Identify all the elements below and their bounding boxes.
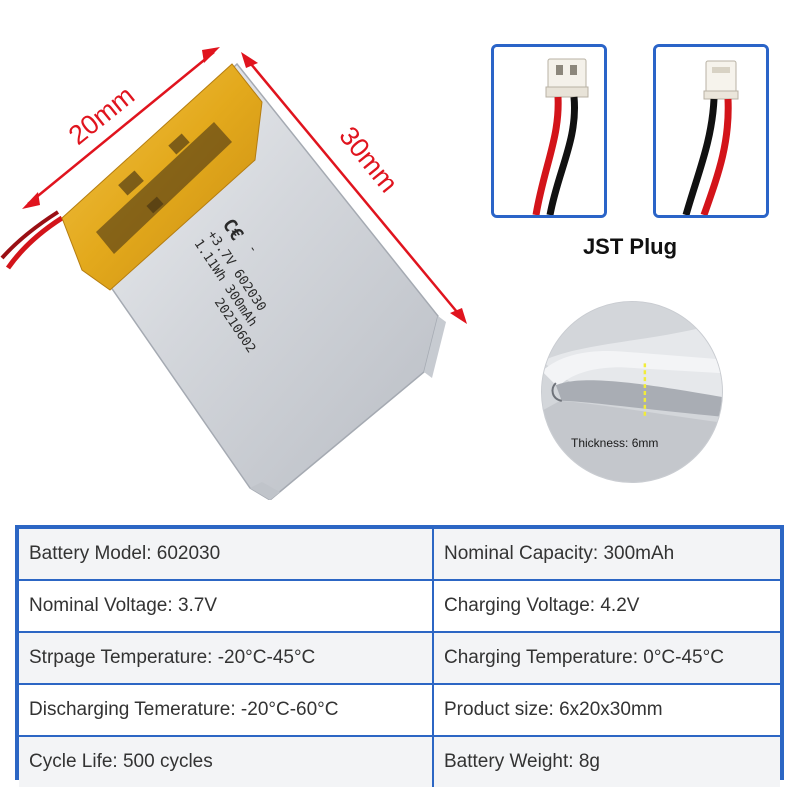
spec-value: 500 cycles <box>122 751 213 772</box>
spec-cell: Battery Weight: 8g <box>432 735 780 787</box>
spec-value: 6x20x30mm <box>559 699 663 720</box>
spec-label: Product size: <box>444 699 554 720</box>
spec-table: Battery Model: 602030 Nominal Capacity: … <box>15 525 784 787</box>
spec-row: Discharging Temerature: -20°C-60°C Produ… <box>19 683 780 737</box>
jst-plug-caption: JST Plug <box>582 234 678 259</box>
spec-label: Strpage Temperature: <box>29 647 213 668</box>
spec-cell: Nominal Voltage: 3.7V <box>19 579 434 633</box>
spec-label: Battery Model: <box>29 543 152 564</box>
spec-value: 300mAh <box>603 543 675 564</box>
spec-cell: Charging Temperature: 0°C-45°C <box>432 631 780 685</box>
spec-label: Nominal Capacity: <box>444 543 599 564</box>
battery-illustration: C€ - +3.7V 602030 1.11Wh 300mAh 20210602… <box>0 47 467 500</box>
battery-wires <box>0 210 64 270</box>
spec-value: 4.2V <box>600 595 640 616</box>
spec-cell: Nominal Capacity: 300mAh <box>432 529 780 581</box>
spec-cell: Battery Model: 602030 <box>19 529 434 581</box>
spec-row: Strpage Temperature: -20°C-45°C Charging… <box>19 631 780 685</box>
spec-cell: Cycle Life: 500 cycles <box>19 735 434 787</box>
thickness-caption: Thickness: 6mm <box>571 436 701 450</box>
battery-pcb-tape <box>61 63 263 291</box>
jst-plug-side-view <box>653 44 769 218</box>
spec-cell: Discharging Temerature: -20°C-60°C <box>19 683 434 737</box>
spec-value: 3.7V <box>177 595 218 616</box>
spec-label: Cycle Life: <box>29 751 118 772</box>
spec-row: Cycle Life: 500 cycles Battery Weight: 8… <box>19 735 780 787</box>
thickness-label: Thickness: <box>571 436 629 450</box>
spec-row: Battery Model: 602030 Nominal Capacity: … <box>19 529 780 581</box>
spec-cell: Strpage Temperature: -20°C-45°C <box>19 631 434 685</box>
spec-label: Nominal Voltage: <box>29 595 173 616</box>
spec-cell: Charging Voltage: 4.2V <box>432 579 780 633</box>
spec-label: Discharging Temerature: <box>29 699 236 720</box>
length-dimension-label: 30mm <box>333 121 404 198</box>
spec-cell: Product size: 6x20x30mm <box>432 683 780 737</box>
spec-value: 0°C-45°C <box>643 647 724 668</box>
spec-value: 602030 <box>156 543 221 564</box>
jst-plug-front-view <box>491 44 607 218</box>
spec-label: Charging Temperature: <box>444 647 638 668</box>
length-dimension-arrow <box>241 52 467 324</box>
thickness-value: 6mm <box>631 436 659 450</box>
width-dimension-label: 20mm <box>63 80 140 151</box>
spec-value: -20°C-45°C <box>217 647 316 668</box>
thickness-detail-circle <box>541 301 723 483</box>
spec-label: Charging Voltage: <box>444 595 596 616</box>
spec-label: Battery Weight: <box>444 751 574 772</box>
spec-value: 8g <box>578 751 600 772</box>
width-dimension-arrow <box>22 47 220 209</box>
spec-value: -20°C-60°C <box>240 699 339 720</box>
spec-row: Nominal Voltage: 3.7V Charging Voltage: … <box>19 579 780 633</box>
